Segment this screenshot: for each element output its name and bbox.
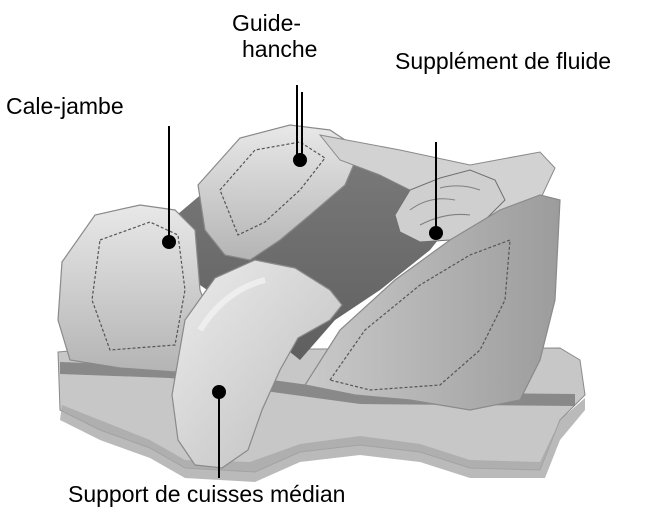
- label-guide-hanche-line2: hanche: [242, 36, 317, 62]
- dot-guide-hanche: [293, 153, 307, 167]
- dot-fluid: [429, 226, 443, 240]
- label-guide-hanche: Guide- hanche: [232, 10, 317, 62]
- dot-cale-jambe: [162, 235, 176, 249]
- label-support-de-cuisses-median: Support de cuisses médian: [68, 481, 345, 507]
- label-cale-jambe: Cale-jambe: [6, 93, 124, 119]
- label-guide-hanche-line1: Guide-: [232, 10, 301, 36]
- label-supplement-de-fluide: Supplément de fluide: [395, 48, 611, 74]
- dot-support: [212, 385, 226, 399]
